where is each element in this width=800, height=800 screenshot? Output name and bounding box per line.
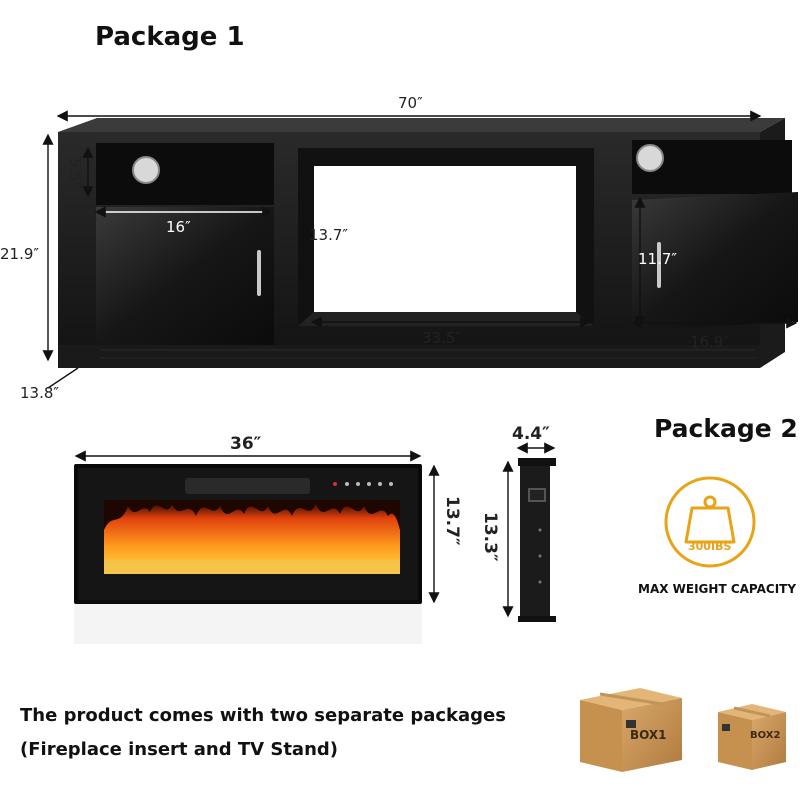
insert-depth-label: 4.4″ [512,424,550,444]
insert-width-label: 36″ [230,434,262,454]
insert-height-label: 13.7″ [442,496,462,546]
right-door-width-label: 16.9″ [690,333,730,351]
box-2-label: BOX2 [750,730,781,741]
package-1-title: Package 1 [95,22,245,52]
weight-value: 300IBS [688,540,732,553]
package-2-title: Package 2 [654,414,798,443]
shelf-height-label: 5.5″ [66,158,84,188]
control-panel [333,482,393,486]
stand-width-label: 70″ [398,94,423,112]
weight-capacity-badge [664,476,756,568]
box-2 [718,704,786,770]
opening-height-label: 13.7″ [309,226,349,244]
cable-hole-right [636,144,664,172]
fireplace-insert [74,464,422,644]
cable-hole-left [132,156,160,184]
box-1 [580,688,682,772]
tv-stand [58,118,798,368]
insert-side-profile [518,458,556,622]
packages-note-line2: (Fireplace insert and TV Stand) [20,739,339,760]
stand-dimension-lines [42,110,798,389]
fireplace-opening [314,166,576,312]
right-door-handle [657,242,661,288]
packages-note-line1: The product comes with two separate pack… [20,705,506,726]
flame-display [104,500,400,574]
opening-width-label: 33.5″ [422,329,462,347]
left-cabinet-door [96,207,274,345]
stand-depth-label: 13.8″ [20,384,60,402]
right-cabinet-door [632,192,798,330]
insert-side-height-label: 13.3″ [480,512,500,562]
left-door-width-label: 16″ [166,218,191,236]
stand-height-label: 21.9″ [0,245,40,263]
right-door-height-label: 11.7″ [638,250,678,268]
capacity-label: MAX WEIGHT CAPACITY [638,582,797,596]
insert-dimension-lines [74,442,556,618]
left-door-handle [257,250,261,296]
box-1-label: BOX1 [630,728,667,742]
